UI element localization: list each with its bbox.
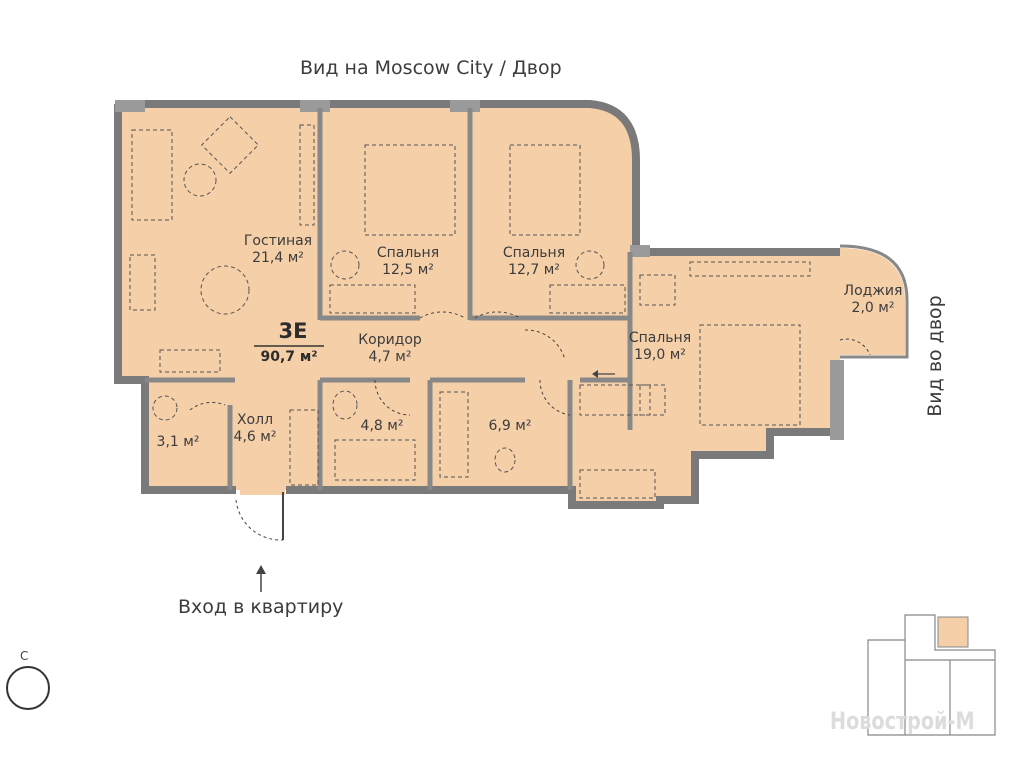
window-bottom-right xyxy=(830,360,844,440)
room-living-area: 21,4 м² xyxy=(252,250,304,266)
room-hall: Холл 4,6 м² xyxy=(218,412,292,446)
entrance-label: Вход в квартиру xyxy=(178,596,344,618)
room-corridor: Коридор 4,7 м² xyxy=(350,332,430,366)
room-corridor-area: 4,7 м² xyxy=(368,349,412,365)
floor-area-loggia xyxy=(840,248,905,355)
room-loggia-area: 2,0 м² xyxy=(851,300,895,316)
room-bedroom2-name: Спальня xyxy=(502,245,566,261)
room-wc: 3,1 м² xyxy=(150,434,206,451)
room-bedroom1: Спальня 12,5 м² xyxy=(368,245,448,279)
view-top-label: Вид на Moscow City / Двор xyxy=(300,57,562,79)
window-top-3 xyxy=(450,100,480,112)
room-loggia: Лоджия 2,0 м² xyxy=(838,283,908,317)
room-living: Гостиная 21,4 м² xyxy=(238,233,318,267)
compass-label: С xyxy=(20,649,29,663)
room-living-name: Гостиная xyxy=(243,233,313,249)
window-top-2 xyxy=(300,100,330,112)
room-corridor-name: Коридор xyxy=(358,332,422,348)
room-bedroom3-area: 19,0 м² xyxy=(634,347,686,363)
compass-icon xyxy=(6,666,50,710)
window-right xyxy=(630,245,650,257)
room-wc-area: 3,1 м² xyxy=(156,434,200,450)
room-loggia-name: Лоджия xyxy=(843,283,903,299)
room-bedroom1-area: 12,5 м² xyxy=(382,262,434,278)
view-right-label: Вид во двор xyxy=(924,295,946,417)
room-bath1-area: 4,8 м² xyxy=(360,418,404,434)
floor-area-main xyxy=(118,104,840,505)
window-top-1 xyxy=(115,100,145,112)
room-bedroom3: Спальня 19,0 м² xyxy=(620,330,700,364)
room-bath2-area: 6,9 м² xyxy=(488,418,532,434)
room-bedroom3-name: Спальня xyxy=(628,330,692,346)
room-hall-name: Холл xyxy=(236,412,274,428)
room-bedroom2-area: 12,7 м² xyxy=(508,262,560,278)
room-bedroom2: Спальня 12,7 м² xyxy=(494,245,574,279)
room-bedroom1-name: Спальня xyxy=(376,245,440,261)
keyplan-highlight xyxy=(937,616,969,648)
apartment-id: 3E xyxy=(278,319,308,343)
room-bath2: 6,9 м² xyxy=(480,418,540,435)
room-bath1: 4,8 м² xyxy=(352,418,412,435)
room-hall-area: 4,6 м² xyxy=(233,429,277,445)
watermark: Новострой-М xyxy=(830,707,975,735)
apartment-area: 90,7 м² xyxy=(260,349,318,365)
